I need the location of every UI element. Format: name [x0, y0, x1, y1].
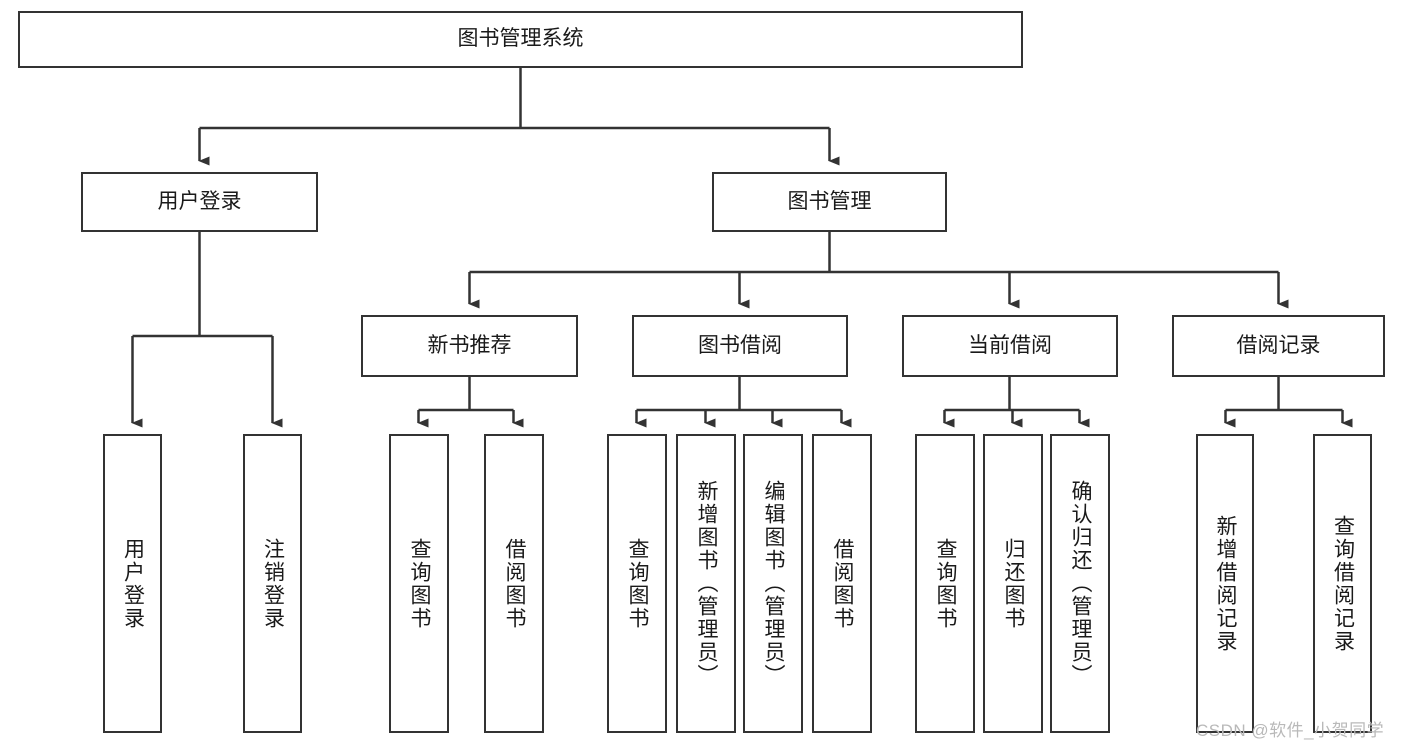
watermark-text: CSDN @软件_小贺同学	[1196, 721, 1385, 740]
node-book-borrow-label: 图书借阅	[698, 333, 782, 357]
node-leaf-query-borrow-record-label: 查询借阅记录	[1331, 514, 1355, 653]
node-leaf-edit-book[interactable]: 编辑图书（管理员）	[743, 434, 803, 733]
node-leaf-logout-label: 注销登录	[261, 537, 285, 630]
node-leaf-query-book-current-label: 查询图书	[934, 537, 958, 630]
node-root-label: 图书管理系统	[457, 27, 584, 51]
node-leaf-add-book-label: 新增图书（管理员）	[695, 480, 719, 687]
node-leaf-query-book-recommend-label: 查询图书	[408, 537, 432, 630]
node-borrow-record-label: 借阅记录	[1236, 333, 1321, 357]
node-leaf-confirm-return[interactable]: 确认归还（管理员）	[1050, 434, 1110, 733]
node-leaf-query-book-recommend[interactable]: 查询图书	[389, 434, 449, 733]
node-user-login-label: 用户登录	[157, 189, 242, 213]
node-book-manage[interactable]: 图书管理	[712, 172, 947, 232]
node-current-borrow-label: 当前借阅	[968, 333, 1052, 357]
node-leaf-confirm-return-label: 确认归还（管理员）	[1069, 480, 1093, 687]
node-root[interactable]: 图书管理系统	[18, 11, 1023, 68]
node-leaf-add-book[interactable]: 新增图书（管理员）	[676, 434, 736, 733]
node-leaf-logout[interactable]: 注销登录	[243, 434, 302, 733]
node-user-login[interactable]: 用户登录	[81, 172, 318, 232]
node-new-book-recommend-label: 新书推荐	[427, 333, 512, 357]
node-leaf-return-book[interactable]: 归还图书	[983, 434, 1043, 733]
node-leaf-add-borrow-record-label: 新增借阅记录	[1214, 514, 1238, 653]
node-new-book-recommend[interactable]: 新书推荐	[361, 315, 578, 377]
node-leaf-user-login[interactable]: 用户登录	[103, 434, 162, 733]
node-leaf-borrow-book-recommend-label: 借阅图书	[503, 537, 527, 630]
node-leaf-edit-book-label: 编辑图书（管理员）	[762, 480, 786, 687]
node-leaf-borrow-book-recommend[interactable]: 借阅图书	[484, 434, 544, 733]
node-book-borrow[interactable]: 图书借阅	[632, 315, 848, 377]
node-book-manage-label: 图书管理	[787, 189, 872, 213]
node-borrow-record[interactable]: 借阅记录	[1172, 315, 1385, 377]
node-leaf-return-book-label: 归还图书	[1002, 537, 1026, 630]
node-leaf-add-borrow-record[interactable]: 新增借阅记录	[1196, 434, 1254, 733]
node-current-borrow[interactable]: 当前借阅	[902, 315, 1118, 377]
node-leaf-borrow-book-label: 借阅图书	[831, 537, 855, 630]
node-leaf-borrow-book[interactable]: 借阅图书	[812, 434, 872, 733]
node-leaf-query-book-current[interactable]: 查询图书	[915, 434, 975, 733]
node-leaf-query-borrow-record[interactable]: 查询借阅记录	[1313, 434, 1372, 733]
node-leaf-query-book-borrow[interactable]: 查询图书	[607, 434, 667, 733]
node-leaf-user-login-label: 用户登录	[121, 537, 145, 630]
node-leaf-query-book-borrow-label: 查询图书	[626, 537, 650, 630]
